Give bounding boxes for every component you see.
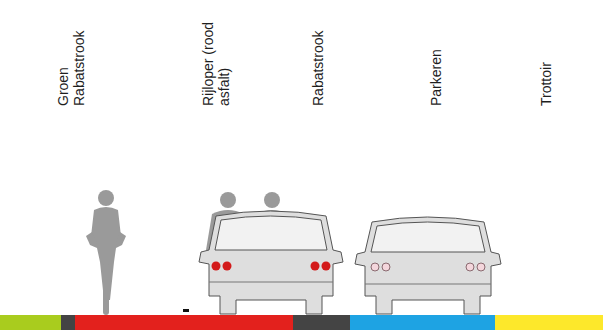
zone-label: Parkeren: [428, 6, 444, 106]
zone-label: Rijloper (rood asfalt): [200, 6, 232, 106]
zone-label: Trottoir: [538, 6, 554, 106]
zone-label: Rabatstrook: [310, 6, 326, 106]
green-strip: [0, 315, 61, 330]
curb-strip: [61, 315, 75, 330]
sidewalk: [495, 315, 603, 330]
car-rear: [199, 211, 343, 314]
marker: [183, 309, 189, 312]
curb-strip: [293, 315, 350, 330]
car-front: [355, 217, 501, 314]
bike-lane: [75, 315, 293, 330]
parking-lane: [350, 315, 495, 330]
zone-label: Groen Rabatstrook: [55, 6, 87, 106]
cyclist: [86, 190, 126, 315]
